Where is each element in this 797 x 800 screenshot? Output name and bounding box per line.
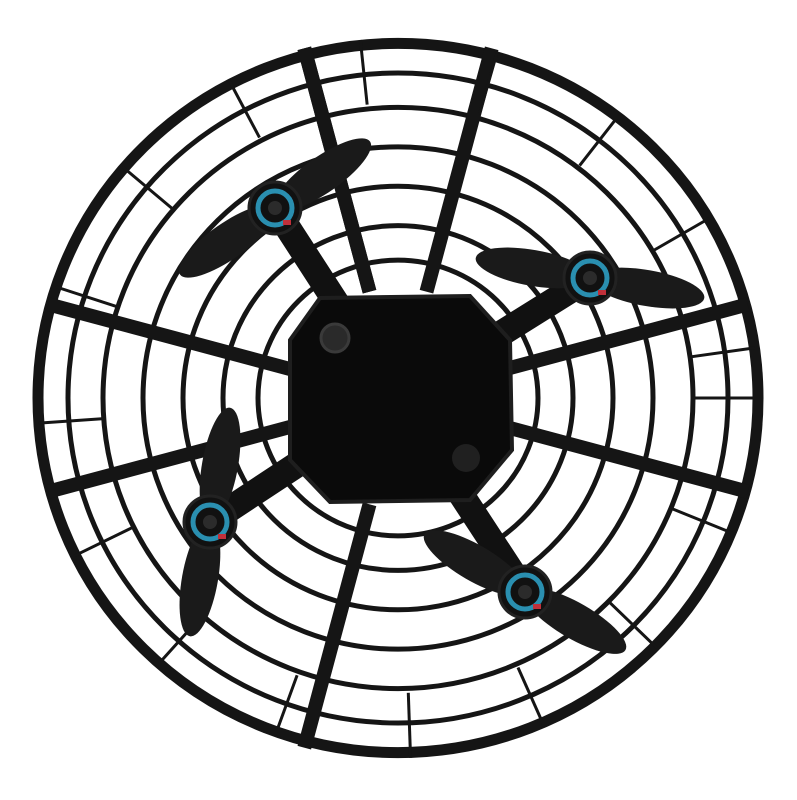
cage-strut xyxy=(477,51,499,115)
cage-spoke xyxy=(502,419,750,499)
motor-wire xyxy=(598,290,606,295)
motor-hub xyxy=(203,515,217,529)
cage-spoke xyxy=(419,46,499,294)
cage-ring xyxy=(140,144,656,652)
cage-strut xyxy=(670,507,733,535)
cage-guard xyxy=(32,37,764,759)
cage-ring xyxy=(255,257,541,539)
motor-ring xyxy=(570,258,610,298)
cage-strut xyxy=(73,525,134,558)
cage-strut xyxy=(652,216,711,252)
motors xyxy=(182,180,618,620)
propeller xyxy=(475,247,705,309)
cage-strut xyxy=(516,666,546,728)
cage-strut xyxy=(38,417,104,425)
cage-spoke xyxy=(502,297,750,377)
motor-hub xyxy=(268,201,282,215)
cage-ring xyxy=(180,183,616,613)
motor-ring xyxy=(255,188,295,228)
cage-spoke xyxy=(46,297,294,377)
cage-strut xyxy=(406,692,413,758)
motor-ring xyxy=(190,502,230,542)
motor-wire xyxy=(283,220,291,225)
cage-strut xyxy=(689,346,755,359)
body-button-icon xyxy=(319,322,351,354)
propeller xyxy=(179,407,241,637)
cage-strut xyxy=(273,674,299,737)
motor-hub xyxy=(518,585,532,599)
cage-strut xyxy=(227,79,261,139)
cage-strut xyxy=(609,601,659,650)
cage-strut xyxy=(578,113,621,167)
propeller xyxy=(178,138,372,278)
cage-strut xyxy=(121,165,173,210)
propeller xyxy=(423,530,627,654)
cage-strut xyxy=(55,285,118,309)
cage-spoke xyxy=(46,419,294,499)
cage-spoke xyxy=(297,502,377,750)
cage-ring xyxy=(220,223,576,573)
motor-wire xyxy=(218,534,226,539)
body-sensor-icon xyxy=(452,444,480,472)
drone-body xyxy=(288,293,515,505)
motor-wire xyxy=(533,604,541,609)
cage-strut xyxy=(358,39,369,105)
motor-ring xyxy=(505,572,545,612)
propellers xyxy=(178,138,705,654)
motor-hub xyxy=(583,271,597,285)
